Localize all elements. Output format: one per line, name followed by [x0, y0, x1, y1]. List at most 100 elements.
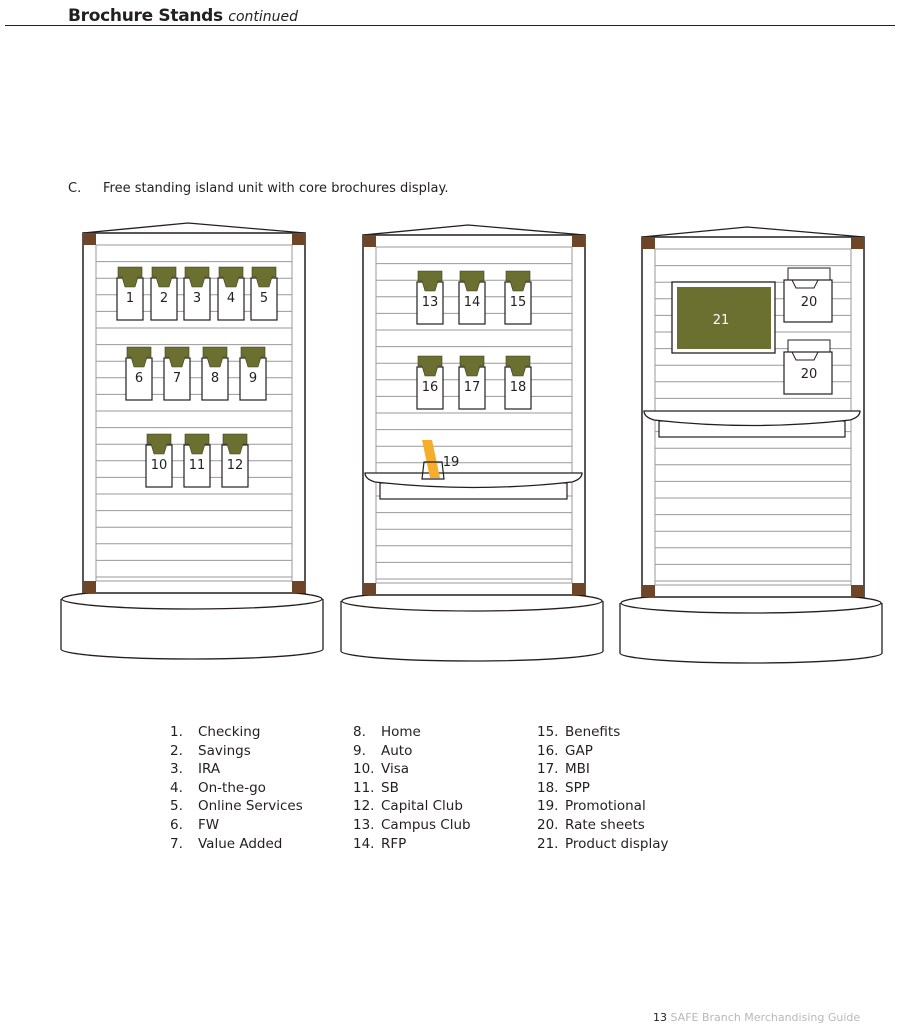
rate-sheet-holder: [783, 351, 833, 395]
legend-label: Online Services: [198, 798, 303, 815]
corner-bracket: [363, 583, 376, 595]
product-display: [677, 287, 771, 349]
rate-sheet-edge: [784, 351, 832, 361]
legend-item: 12. Capital Club: [353, 797, 471, 816]
brochure: [151, 266, 177, 288]
corner-bracket: [572, 235, 585, 247]
brochure: [202, 346, 228, 368]
corner-bracket: [363, 235, 376, 247]
product-display-number: 21: [713, 313, 730, 328]
brochure: [459, 270, 485, 292]
holder-number: 5: [260, 291, 268, 306]
stand-base: [619, 603, 883, 664]
legend-item: 6.FW: [170, 816, 303, 835]
shelf: [643, 410, 861, 427]
legend-label: RFP: [381, 835, 407, 852]
footer-text: SAFE Branch Merchandising Guide: [670, 1011, 861, 1024]
brochure: [164, 346, 190, 368]
legend-label: SB: [381, 779, 399, 796]
stand-roof: [641, 226, 865, 238]
corner-bracket: [851, 237, 864, 249]
legend-item: 9.Auto: [353, 742, 471, 761]
page-header: Brochure Stands continued: [68, 6, 298, 26]
legend-number: 1.: [170, 724, 183, 740]
legend-number: 18.: [537, 779, 559, 796]
holder-number: 10: [151, 458, 168, 473]
legend-label: Product display: [565, 835, 669, 852]
legend-label: Savings: [198, 742, 251, 759]
legend-item: 15.Benefits: [537, 723, 669, 742]
holder-number: 12: [227, 458, 244, 473]
legend-label: Rate sheets: [565, 816, 645, 833]
holder-number: 4: [227, 291, 235, 306]
shelf: [364, 472, 583, 489]
holder-number: 1: [126, 291, 134, 306]
legend-item: 17.MBI: [537, 760, 669, 779]
section-description: Free standing island unit with core broc…: [103, 181, 449, 196]
brochure: [505, 355, 531, 377]
legend-item: 14.RFP: [353, 835, 471, 854]
holder-number: 17: [464, 380, 481, 395]
legend-label: Checking: [198, 724, 261, 740]
brochure: [505, 270, 531, 292]
brochure: [218, 266, 244, 288]
rate-sheet-holder: [783, 279, 833, 323]
legend-item: 16.GAP: [537, 742, 669, 761]
section-letter: C.: [68, 181, 82, 196]
legend-item: 20.Rate sheets: [537, 816, 669, 835]
legend-label: Auto: [381, 742, 413, 759]
rate-sheet-number: 20: [801, 367, 818, 382]
brochure: [146, 433, 172, 455]
corner-bracket: [83, 581, 96, 593]
legend-number: 21.: [537, 835, 559, 852]
holder-number: 2: [160, 291, 168, 306]
legend-number: 12.: [353, 798, 375, 815]
legend-item: 1. Checking: [170, 723, 303, 742]
brochure: [240, 346, 266, 368]
promo-number: 19: [443, 455, 460, 470]
brochure: [184, 433, 210, 455]
brochure: [117, 266, 143, 288]
holder-number: 8: [211, 371, 219, 386]
legend-label: Value Added: [198, 835, 283, 852]
holder-number: 16: [422, 380, 439, 395]
legend-label: MBI: [565, 761, 590, 778]
legend-number: 2.: [170, 742, 183, 759]
brochure: [126, 346, 152, 368]
legend-label: SPP: [565, 779, 590, 796]
legend-number: 15.: [537, 724, 559, 740]
legend-label: FW: [198, 816, 220, 833]
stand-base: [60, 599, 324, 660]
legend-item: 7. Value Added: [170, 835, 303, 854]
stand-roof: [82, 222, 306, 234]
legend-label: IRA: [198, 761, 221, 778]
brochure: [417, 270, 443, 292]
legend-item: 8.Home: [353, 723, 471, 742]
legend-item: 10.Visa: [353, 760, 471, 779]
page-subtitle: continued: [228, 9, 299, 25]
legend-label: GAP: [565, 742, 593, 759]
corner-bracket: [83, 233, 96, 245]
corner-bracket: [572, 583, 585, 595]
legend-label: On-the-go: [198, 779, 266, 796]
brochure: [417, 355, 443, 377]
page-title: Brochure Stands: [68, 6, 223, 26]
brochure: [184, 266, 210, 288]
legend-number: 13.: [353, 816, 375, 833]
corner-bracket: [642, 585, 655, 597]
legend-label: Capital Club: [381, 798, 463, 815]
legend-item: 21. Product display: [537, 835, 669, 854]
legend-number: 19.: [537, 798, 559, 815]
legend-number: 3.: [170, 761, 183, 778]
legend-item: 5. Online Services: [170, 797, 303, 816]
legend-item: 13.Campus Club: [353, 816, 471, 835]
holder-number: 9: [249, 371, 257, 386]
legend-number: 7.: [170, 835, 183, 852]
promo-holder: [421, 461, 445, 480]
legend-number: 5.: [170, 798, 183, 815]
holder-number: 11: [189, 458, 206, 473]
brochure: [222, 433, 248, 455]
corner-bracket: [292, 581, 305, 593]
legend-number: 8.: [353, 724, 366, 740]
